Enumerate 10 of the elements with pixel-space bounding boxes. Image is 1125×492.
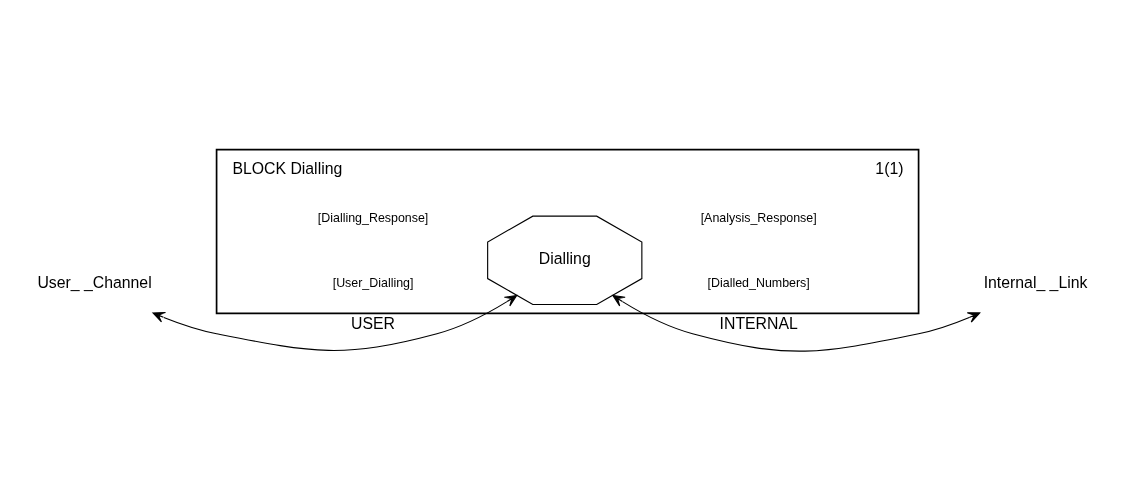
arrow (152, 294, 518, 351)
label: [Analysis_Response] (700, 210, 817, 225)
arrow (612, 294, 981, 352)
label: [User_Dialling] (332, 276, 414, 291)
edge-label: USER (351, 315, 396, 333)
label: [Dialling_Response] (317, 210, 429, 225)
edge-label: INTERNAL (719, 315, 798, 333)
node-text: User_ _Channel (37, 274, 152, 292)
label: [Dialled_Numbers] (707, 276, 810, 291)
node-text: Internal_ _Link (983, 274, 1088, 292)
